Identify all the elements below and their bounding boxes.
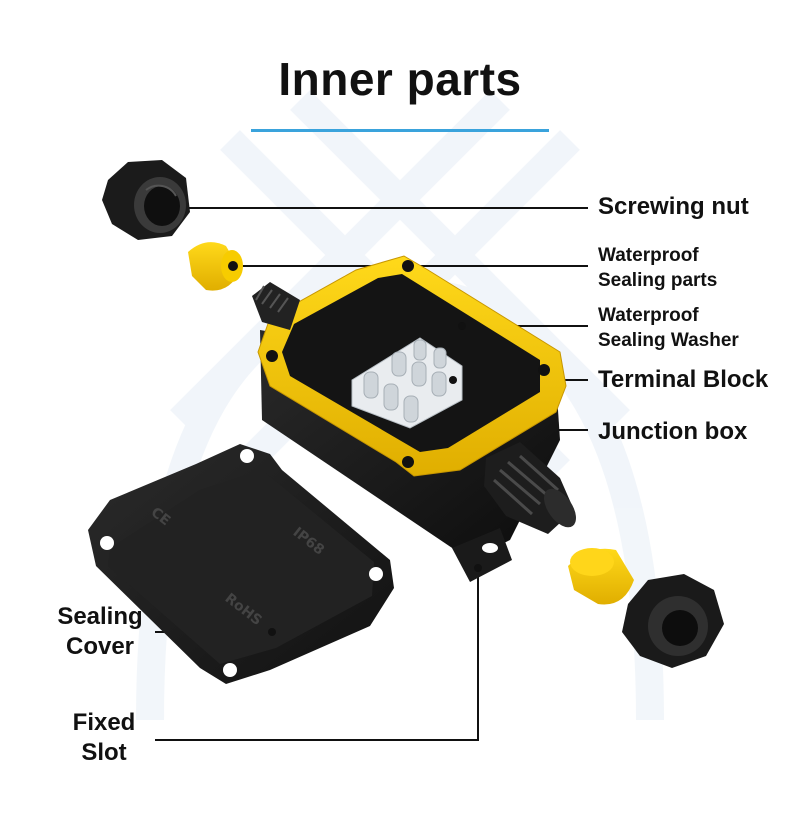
label-waterproof-sealing-parts-line2: Sealing parts xyxy=(598,270,718,291)
screwing-nut-bottom xyxy=(622,574,724,668)
label-sealing-cover-line2: Cover xyxy=(65,633,135,660)
label-waterproof-sealing-parts: Waterproof Sealing parts xyxy=(598,243,717,293)
label-waterproof-sealing-washer-line1: Waterproof xyxy=(598,305,699,326)
label-sealing-cover: Sealing Cover xyxy=(48,602,152,662)
screwing-nut-top xyxy=(102,160,190,240)
cable-gland-right xyxy=(484,442,576,534)
label-waterproof-sealing-washer: Waterproof Sealing Washer xyxy=(598,303,739,353)
terminal-block xyxy=(351,337,463,429)
title-underline xyxy=(251,129,549,132)
label-sealing-cover-line1: Sealing xyxy=(57,603,143,630)
label-junction-box: Junction box xyxy=(598,418,748,445)
label-terminal-block: Terminal Block xyxy=(598,366,769,393)
sealing-part-bottom xyxy=(568,548,634,605)
sealing-cover: IP68 RoHS CE xyxy=(88,444,394,684)
label-fixed-slot-line1: Fixed xyxy=(72,709,136,736)
leader-fixed-slot xyxy=(155,568,479,741)
label-fixed-slot-line2: Slot xyxy=(81,739,127,766)
page-title: Inner parts xyxy=(278,53,522,105)
label-waterproof-sealing-washer-line2: Sealing Washer xyxy=(598,330,739,351)
label-fixed-slot: Fixed Slot xyxy=(52,708,156,768)
label-screwing-nut: Screwing nut xyxy=(598,193,749,220)
label-waterproof-sealing-parts-line1: Waterproof xyxy=(598,245,699,266)
cable-gland-left xyxy=(252,282,300,330)
sealing-part-top xyxy=(188,242,243,291)
